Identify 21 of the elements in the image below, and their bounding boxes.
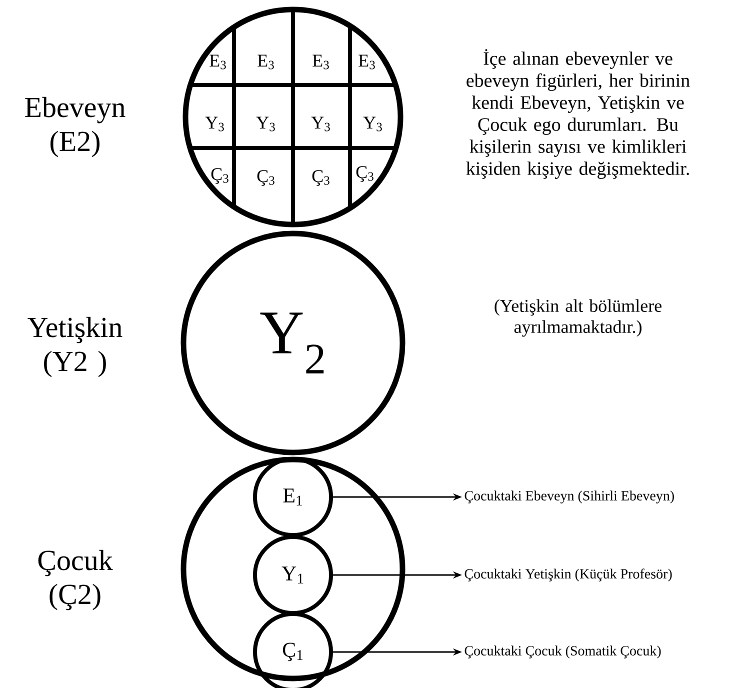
grid-cell-label: Y$_{3}$ [363, 116, 382, 132]
grid-cell-label: Ç$_{3}$ [257, 170, 274, 186]
grid-cell-label: Ç$_{3}$ [356, 166, 374, 182]
grid-cell-label: Y$_{3}$ [205, 116, 224, 132]
grid-cell-label: Y$_{3}$ [311, 116, 330, 132]
callout-text: Çocuktaki Ebeveyn (Sihirli Ebeveyn) [464, 490, 674, 504]
grid-cell-label: E$_{3}$ [258, 54, 274, 70]
description-text: İçe alınan ebeveynler ve ebeveyn figürleri, her birinin kendi Ebeveyn, Yetişkin ve Çocuk ego durumları. Bu kişilerin sayısı ve kimlikleri kişiden kişiye değişmektedir. [466, 49, 690, 179]
grid-cell-label: E$_{3}$ [312, 54, 329, 70]
grid-cell-label: Y$_{3}$ [256, 116, 275, 132]
note-text: (Yetişkin alt bölümlere ayrılmamaktadır.) [494, 299, 662, 337]
ego-state-label: Ebeveyn (E2) [25, 96, 126, 158]
ego-state-label: Çocuk (Ç2) [38, 550, 113, 610]
circle-letter: Y$_{2}$ [260, 312, 324, 374]
ego-state-label: Yetişkin (Y2 ) [28, 316, 122, 378]
callout-text: Çocuktaki Yetişkin (Küçük Profesör) [464, 568, 672, 582]
grid-cell-label: E$_{3}$ [358, 54, 375, 70]
grid-cell-label: Ç$_{3}$ [312, 170, 330, 186]
grid-cell-label: Ç$_{3}$ [211, 168, 228, 184]
grid-cell-label: E$_{3}$ [210, 54, 226, 70]
callout-text: Çocuktaki Çocuk (Somatik Çocuk) [464, 646, 661, 658]
